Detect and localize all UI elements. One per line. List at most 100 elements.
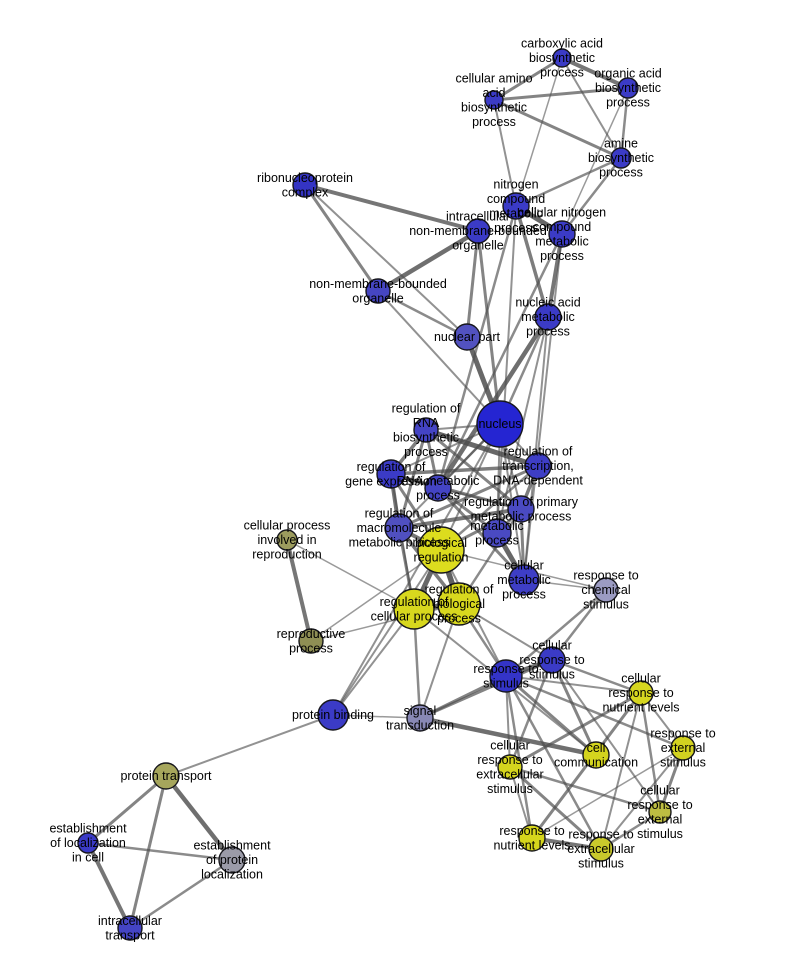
edge-crn-crext [639,691,662,814]
node-crs[interactable] [538,646,566,674]
edge-crec-recs [508,765,603,851]
node-cpr[interactable] [276,529,298,551]
node-br[interactable] [417,526,465,574]
node-rpm[interactable] [507,495,535,523]
node-it[interactable] [117,915,143,941]
edge-epl-elc [86,841,234,862]
edge-nam-cmp [523,316,549,581]
node-cc[interactable] [582,741,610,769]
node-oa[interactable] [617,77,639,99]
edge-crec-crext [508,765,662,814]
node-rnl[interactable] [518,824,546,852]
edge-ca-caa [492,56,564,102]
node-cnc[interactable] [548,220,576,248]
node-epl[interactable] [218,846,246,874]
node-rrb[interactable] [413,417,439,443]
edge-cpr-rp [285,538,313,643]
edge-am-nc [514,156,623,208]
node-rext[interactable] [670,735,696,761]
edge-rnp-nmb [303,183,380,293]
edge-rext-recs [600,747,684,850]
node-crn[interactable] [628,680,654,706]
node-rbp[interactable] [437,582,481,626]
edge-rs-crn [505,675,642,694]
node-rchem[interactable] [593,577,619,603]
node-rge[interactable] [376,459,406,489]
node-mp[interactable] [482,518,512,548]
node-rs[interactable] [489,659,523,693]
node-cmp[interactable] [508,564,540,596]
edge-nc-nam [514,204,550,319]
node-caa[interactable] [484,90,504,110]
node-recs[interactable] [588,836,614,862]
node-st[interactable] [406,704,434,732]
edge-rchem-crs [550,588,608,662]
edge-nc-mp [496,205,517,534]
edge-oa-am [619,86,630,160]
node-inmb[interactable] [465,218,491,244]
node-pb[interactable] [317,699,349,731]
node-rtd[interactable] [524,452,552,480]
edge-nc-rm [436,204,518,490]
edge-caa-am [492,98,623,160]
edge-pt-it [128,774,168,930]
node-nc[interactable] [502,192,530,220]
node-crec[interactable] [497,754,523,780]
edge-nmb-np [376,289,469,339]
node-rm[interactable] [424,474,452,502]
edge-rcp-pb [332,608,415,716]
node-elc[interactable] [77,832,99,854]
edge-elc-it [86,841,132,930]
edge-pt-epl [163,773,235,863]
node-nuc[interactable] [476,400,524,448]
edge-pt-elc [86,774,168,845]
edge-rext-rnl [531,747,684,839]
node-pt[interactable] [152,762,180,790]
node-rnp[interactable] [292,172,318,198]
node-ca[interactable] [552,48,572,68]
edge-oa-caa [492,86,630,102]
edge-caa-nc [493,99,517,207]
node-rp[interactable] [298,628,324,654]
edge-cnc-cmp [523,233,563,581]
node-am[interactable] [610,147,632,169]
edge-rs-recs [504,674,603,851]
node-np[interactable] [453,323,481,351]
node-rcp[interactable] [393,588,435,630]
edge-ca-nc [515,57,563,207]
edge-rnp-np [304,184,468,338]
node-nmb[interactable] [365,278,391,304]
node-layer [77,48,696,941]
label-nuc: nucleus [478,417,521,431]
edge-crs-crn [550,658,643,695]
edge-cc-st [417,715,599,758]
edge-rm-cmp [436,486,526,582]
node-rmm[interactable] [384,513,414,543]
edge-oa-cnc [561,87,629,235]
edge-rpm-rmm [397,507,523,530]
node-crext[interactable] [648,800,672,824]
label-np: nuclear part [434,330,501,344]
node-nam[interactable] [534,303,562,331]
